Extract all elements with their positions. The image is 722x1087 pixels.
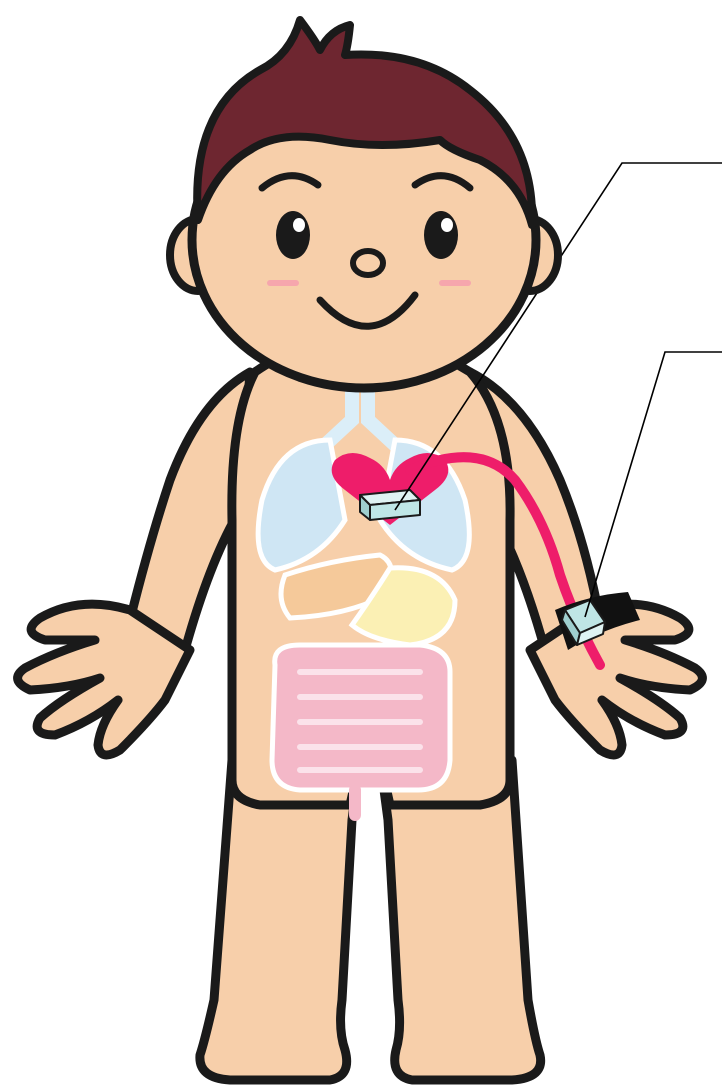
nose bbox=[353, 251, 383, 275]
left-eye bbox=[276, 211, 310, 259]
head bbox=[170, 20, 558, 388]
implant-box-icon bbox=[360, 490, 420, 520]
leader-line-wrist bbox=[585, 352, 722, 617]
legs bbox=[200, 760, 541, 1080]
right-eye bbox=[424, 211, 458, 259]
